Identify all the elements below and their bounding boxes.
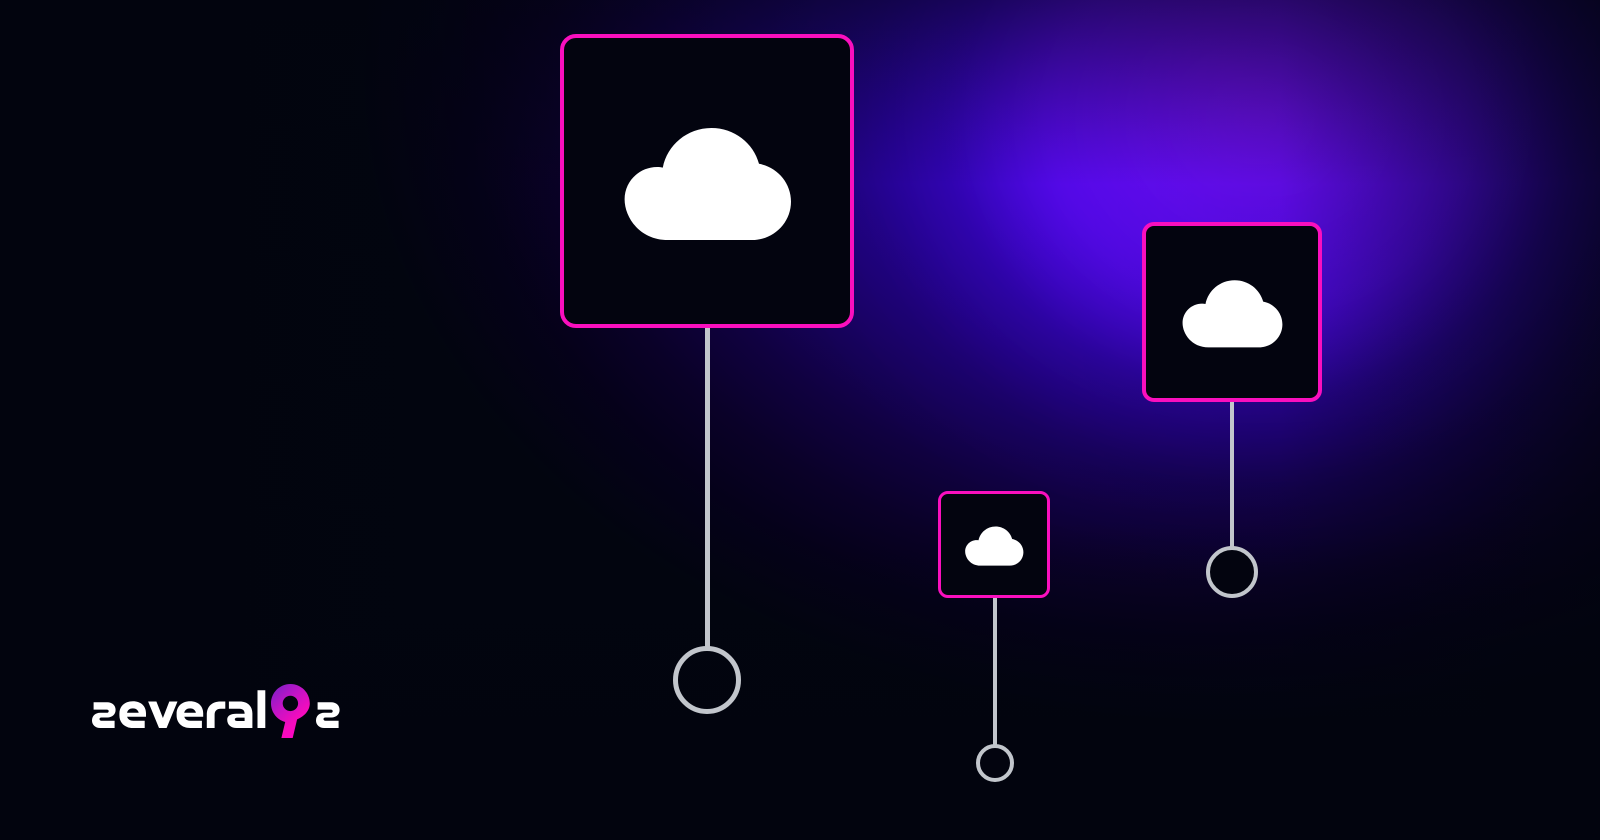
cloud-icon [1172,252,1292,372]
cloud-node-card[interactable] [1142,222,1322,402]
connector-endpoint-circle[interactable] [976,744,1014,782]
connector-line [993,597,997,747]
connector-endpoint-circle[interactable] [1206,546,1258,598]
brand-wordmark-before [92,690,266,728]
cloud-icon [959,510,1029,580]
brand-accent-nine [271,684,310,738]
cloud-icon [607,81,807,281]
connector-endpoint-circle[interactable] [673,646,741,714]
cloud-node-card[interactable] [560,34,854,328]
connector-line [705,328,710,650]
cloud-node-card[interactable] [938,491,1050,598]
brand-wordmark-after [316,702,340,728]
connector-line [1230,400,1234,550]
brand-logo: several9s [88,676,356,738]
